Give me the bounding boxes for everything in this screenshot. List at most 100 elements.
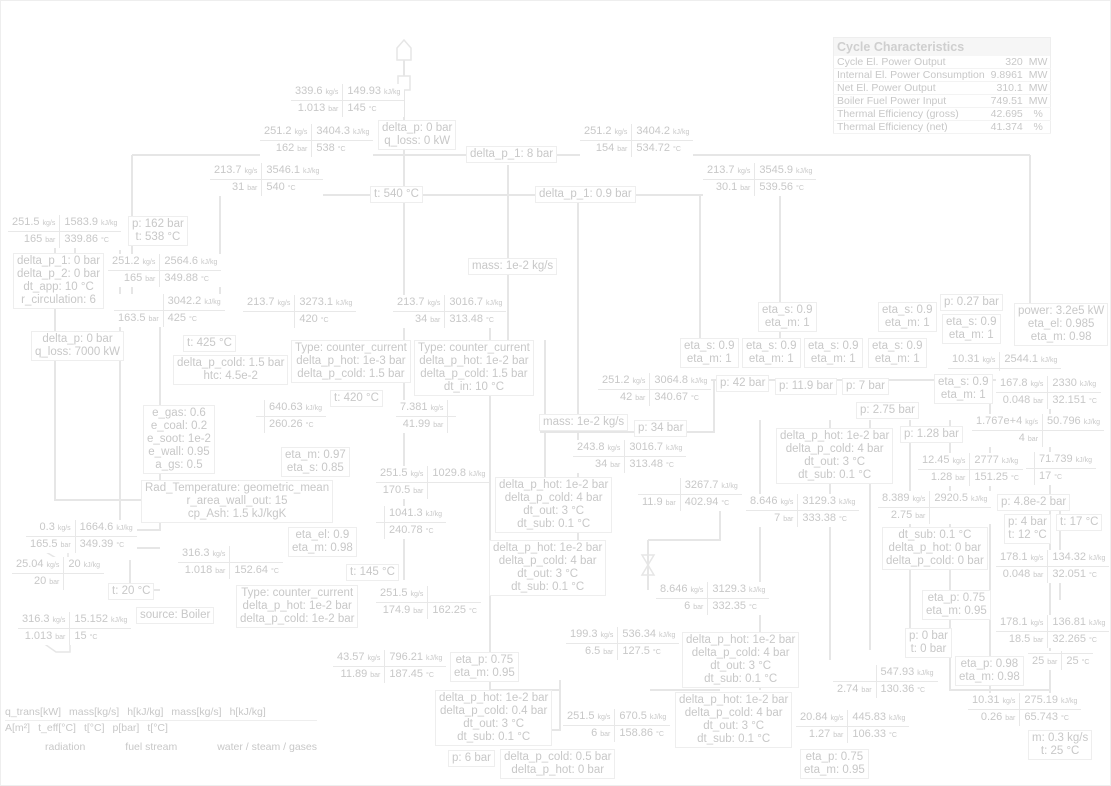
component-label[interactable]: p: 34 bar xyxy=(634,420,688,437)
legend-radiation-top: q_trans[kW] xyxy=(5,706,62,718)
cycle-value: 320 xyxy=(987,56,1026,69)
component-label[interactable]: delta_p_1: 0.9 bar xyxy=(535,186,636,203)
component-label[interactable]: p: 0.27 bar xyxy=(940,294,1003,311)
component-label[interactable]: t: 17 °C xyxy=(1056,514,1103,531)
component-parameter: eta_p: 0.75 xyxy=(455,654,514,666)
component-label[interactable]: delta_p_1: 8 bar xyxy=(466,146,558,163)
component-parameter: p: 4 bar xyxy=(1008,516,1047,528)
stream-h-unit: kJ/kg xyxy=(917,670,934,677)
component-label[interactable]: t: 20 °C xyxy=(108,583,155,600)
component-label[interactable]: t: 145 °C xyxy=(346,564,399,581)
stream-p xyxy=(948,369,1001,371)
component-label[interactable]: t: 420 °C xyxy=(330,390,383,407)
stream-t-value: 313.48 xyxy=(449,313,484,325)
stream-mass-unit: kg/s xyxy=(632,378,646,385)
legend-fuel-mass: mass[kg/s] xyxy=(69,706,120,718)
component-label[interactable]: p: 4.8e-2 bar xyxy=(997,494,1071,511)
stream-p-unit: bar xyxy=(861,687,872,694)
component-label[interactable]: p: 42 bar xyxy=(716,375,770,392)
stream-h-value: 1029.8 xyxy=(432,467,467,479)
component-label[interactable]: mass: 1e-2 kg/s xyxy=(539,414,629,431)
component-label[interactable]: t: 425 °C xyxy=(183,335,236,352)
component-label[interactable]: p: 7 bar xyxy=(842,378,889,395)
stream-h-value: 3129.3 xyxy=(712,583,747,595)
stream-h-value: 3546.1 xyxy=(266,164,301,176)
stream-t-unit: °C xyxy=(1081,659,1090,666)
component-parameter: eta_m: 0.98 xyxy=(292,542,353,554)
stream-h-unit: kJ/kg xyxy=(889,715,906,722)
stream-h-unit: kJ/kg xyxy=(353,129,370,136)
component-label[interactable]: mass: 1e-2 kg/s xyxy=(468,258,558,275)
cycle-label: Thermal Efficiency (gross) xyxy=(833,107,988,121)
component-parameter: delta_p_hot: 0 bar xyxy=(511,764,605,776)
stream-t xyxy=(448,417,456,433)
stream-p-unit: bar xyxy=(603,649,614,656)
stream-t-value: 25 xyxy=(1066,655,1079,667)
stream-h-value: 1583.9 xyxy=(64,216,99,228)
component-parameter: dt_out: 3 °C xyxy=(523,505,585,517)
stream-p xyxy=(256,417,265,433)
component-label[interactable]: p: 2.75 bar xyxy=(856,402,919,419)
component-parameter: t: 540 °C xyxy=(374,188,419,200)
component-parameter: delta_p_hot: 1e-2 bar xyxy=(679,694,789,706)
stream-h-unit: kJ/kg xyxy=(1079,381,1097,388)
component-label[interactable]: p: 6 bar xyxy=(448,750,495,767)
stream-p-unit: bar xyxy=(49,579,60,586)
stream-h-unit: kJ/kg xyxy=(1061,698,1078,705)
component-label[interactable]: t: 540 °C xyxy=(370,186,423,203)
component-label[interactable]: source: Boiler xyxy=(136,607,215,624)
component-label[interactable]: p: 1.28 bar xyxy=(900,426,963,443)
component-label[interactable]: p: 11.9 bar xyxy=(775,378,838,395)
stream-t-unit: °C xyxy=(652,649,661,656)
stream-p-unit: bar xyxy=(1033,398,1044,405)
